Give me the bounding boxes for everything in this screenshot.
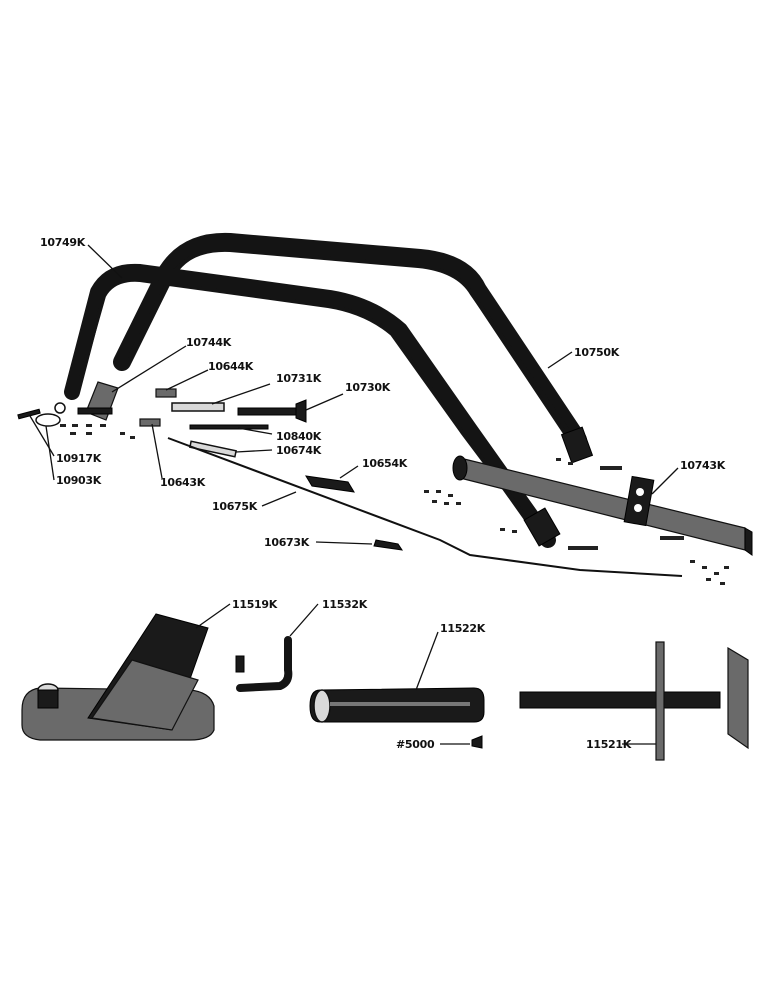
- label-10675k: 10675K: [212, 500, 258, 513]
- label-5000: #5000: [396, 738, 435, 751]
- label-11522k: 11522K: [440, 622, 486, 635]
- bolt-5000: [471, 735, 483, 749]
- bracket-10744k: [77, 381, 119, 421]
- cable-10675k: [167, 437, 683, 577]
- pin-10730k: [237, 399, 307, 423]
- strip-10643k: [139, 418, 161, 427]
- tube-11522k: [309, 687, 485, 723]
- bracket-11519k: [21, 613, 215, 741]
- label-10731k: 10731K: [276, 372, 322, 385]
- pin-10917k: [17, 408, 41, 420]
- clip-10903k: [35, 402, 66, 427]
- link-10674k: [188, 440, 238, 458]
- label-10903k: 10903K: [56, 474, 102, 487]
- pin-11532k: [235, 636, 293, 692]
- label-11521k: 11521K: [586, 738, 632, 751]
- plate-10654k: [305, 475, 355, 493]
- label-10643k: 10643K: [160, 476, 206, 489]
- clip-10673k: [373, 539, 404, 551]
- label-10674k: 10674K: [276, 444, 322, 457]
- label-11519k: 11519K: [232, 598, 278, 611]
- leader-lines: [29, 244, 679, 745]
- label-10673k: 10673K: [264, 536, 310, 549]
- label-11532k: 11532K: [322, 598, 368, 611]
- label-10917k: 10917K: [56, 452, 102, 465]
- label-10654k: 10654K: [362, 457, 408, 470]
- roll-bar-rear: [113, 232, 594, 464]
- rod-10840k: [189, 424, 269, 430]
- plate-10644k: [155, 388, 177, 398]
- label-10744k: 10744K: [186, 336, 232, 349]
- label-10644k: 10644K: [208, 360, 254, 373]
- hardware-bolts: [60, 424, 729, 585]
- label-10743k: 10743K: [680, 459, 726, 472]
- label-10730k: 10730K: [345, 381, 391, 394]
- bar-10731k: [171, 402, 225, 412]
- axle-assembly: [452, 455, 753, 556]
- label-10750k: 10750K: [574, 346, 620, 359]
- roll-bar-front: [64, 263, 561, 548]
- label-10840k: 10840K: [276, 430, 322, 443]
- jack-11521k: [519, 641, 749, 761]
- label-10749k: 10749K: [40, 236, 86, 249]
